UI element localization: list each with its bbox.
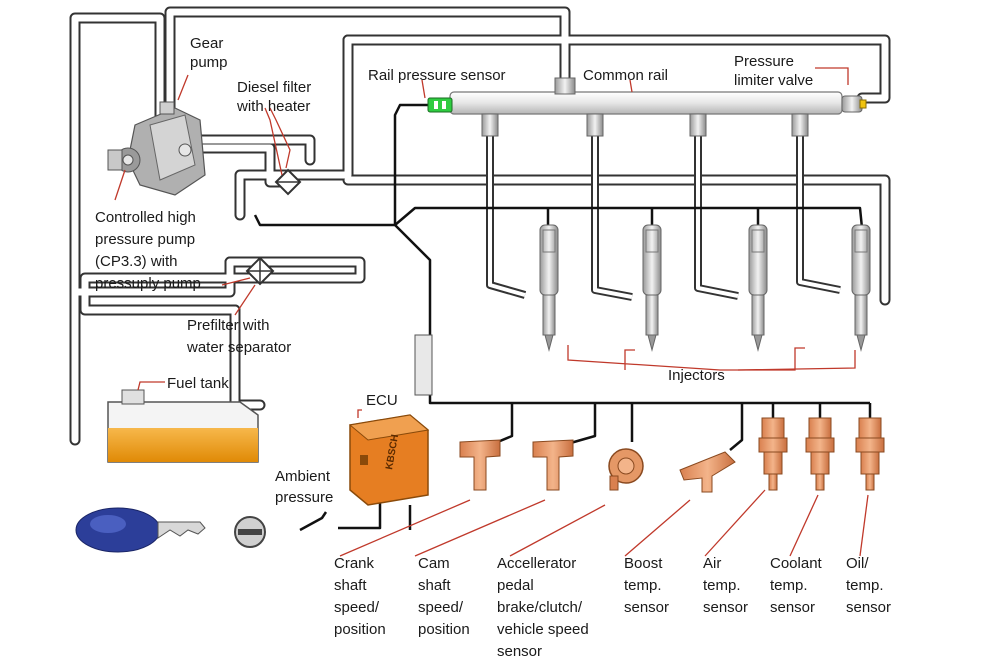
pressure-limiter-valve (841, 95, 867, 113)
cam-shaft-sensor-icon (532, 439, 574, 491)
air-temp-sensor-icon (758, 417, 788, 491)
diesel-filter-label: Diesel filter with heater (236, 79, 315, 115)
ecu: KBSCH (348, 334, 433, 506)
accelerator-pedal-sensor-icon (608, 448, 644, 491)
rail-pressure-sensor (427, 97, 453, 113)
common-rail-label: Common rail (583, 67, 668, 84)
high-pressure-pump (107, 101, 206, 196)
common-rail (449, 77, 843, 137)
boost-temp-sensor-icon (679, 451, 736, 493)
coolant-temp-sensor-icon (805, 417, 835, 491)
gear-pump-label: Gear pump (190, 35, 228, 71)
prefilter (245, 256, 275, 286)
hp-pump-label: Controlled high pressure pump (CP3.3) wi… (95, 209, 201, 292)
injector-3 (748, 224, 768, 352)
fuel-tank-label: Fuel tank (167, 375, 229, 392)
crank-shaft-sensor-icon (459, 439, 501, 491)
injector-4 (851, 224, 871, 352)
oil-temp-sensor-icon (855, 417, 885, 491)
injectors-label: Injectors (668, 367, 725, 384)
injectors (539, 224, 871, 352)
diesel-filter (274, 168, 302, 196)
leader-lines (114, 67, 869, 557)
prefilter-label: Prefilter with water separator (186, 317, 291, 356)
ambient-pressure-label: Ambient pressure (275, 468, 334, 506)
diagram-labels: Gear pump Diesel filter with heater Rail… (95, 35, 813, 506)
sensor-icons (459, 417, 885, 493)
pressure-limiter-label: Pressure limiter valve (734, 53, 813, 89)
fuel-pipes (69, 6, 891, 446)
rail-pressure-sensor-label: Rail pressure sensor (368, 67, 506, 84)
fuel-tank (107, 389, 259, 463)
high-pressure-lines (486, 135, 841, 301)
ignition-switch-icon (234, 516, 266, 548)
injector-2 (642, 224, 662, 352)
ecu-label: ECU (366, 392, 398, 409)
injector-1 (539, 224, 559, 352)
ignition-key-icon (75, 507, 206, 553)
oil-sensor-label: Oil/temp.sensor (846, 555, 891, 616)
